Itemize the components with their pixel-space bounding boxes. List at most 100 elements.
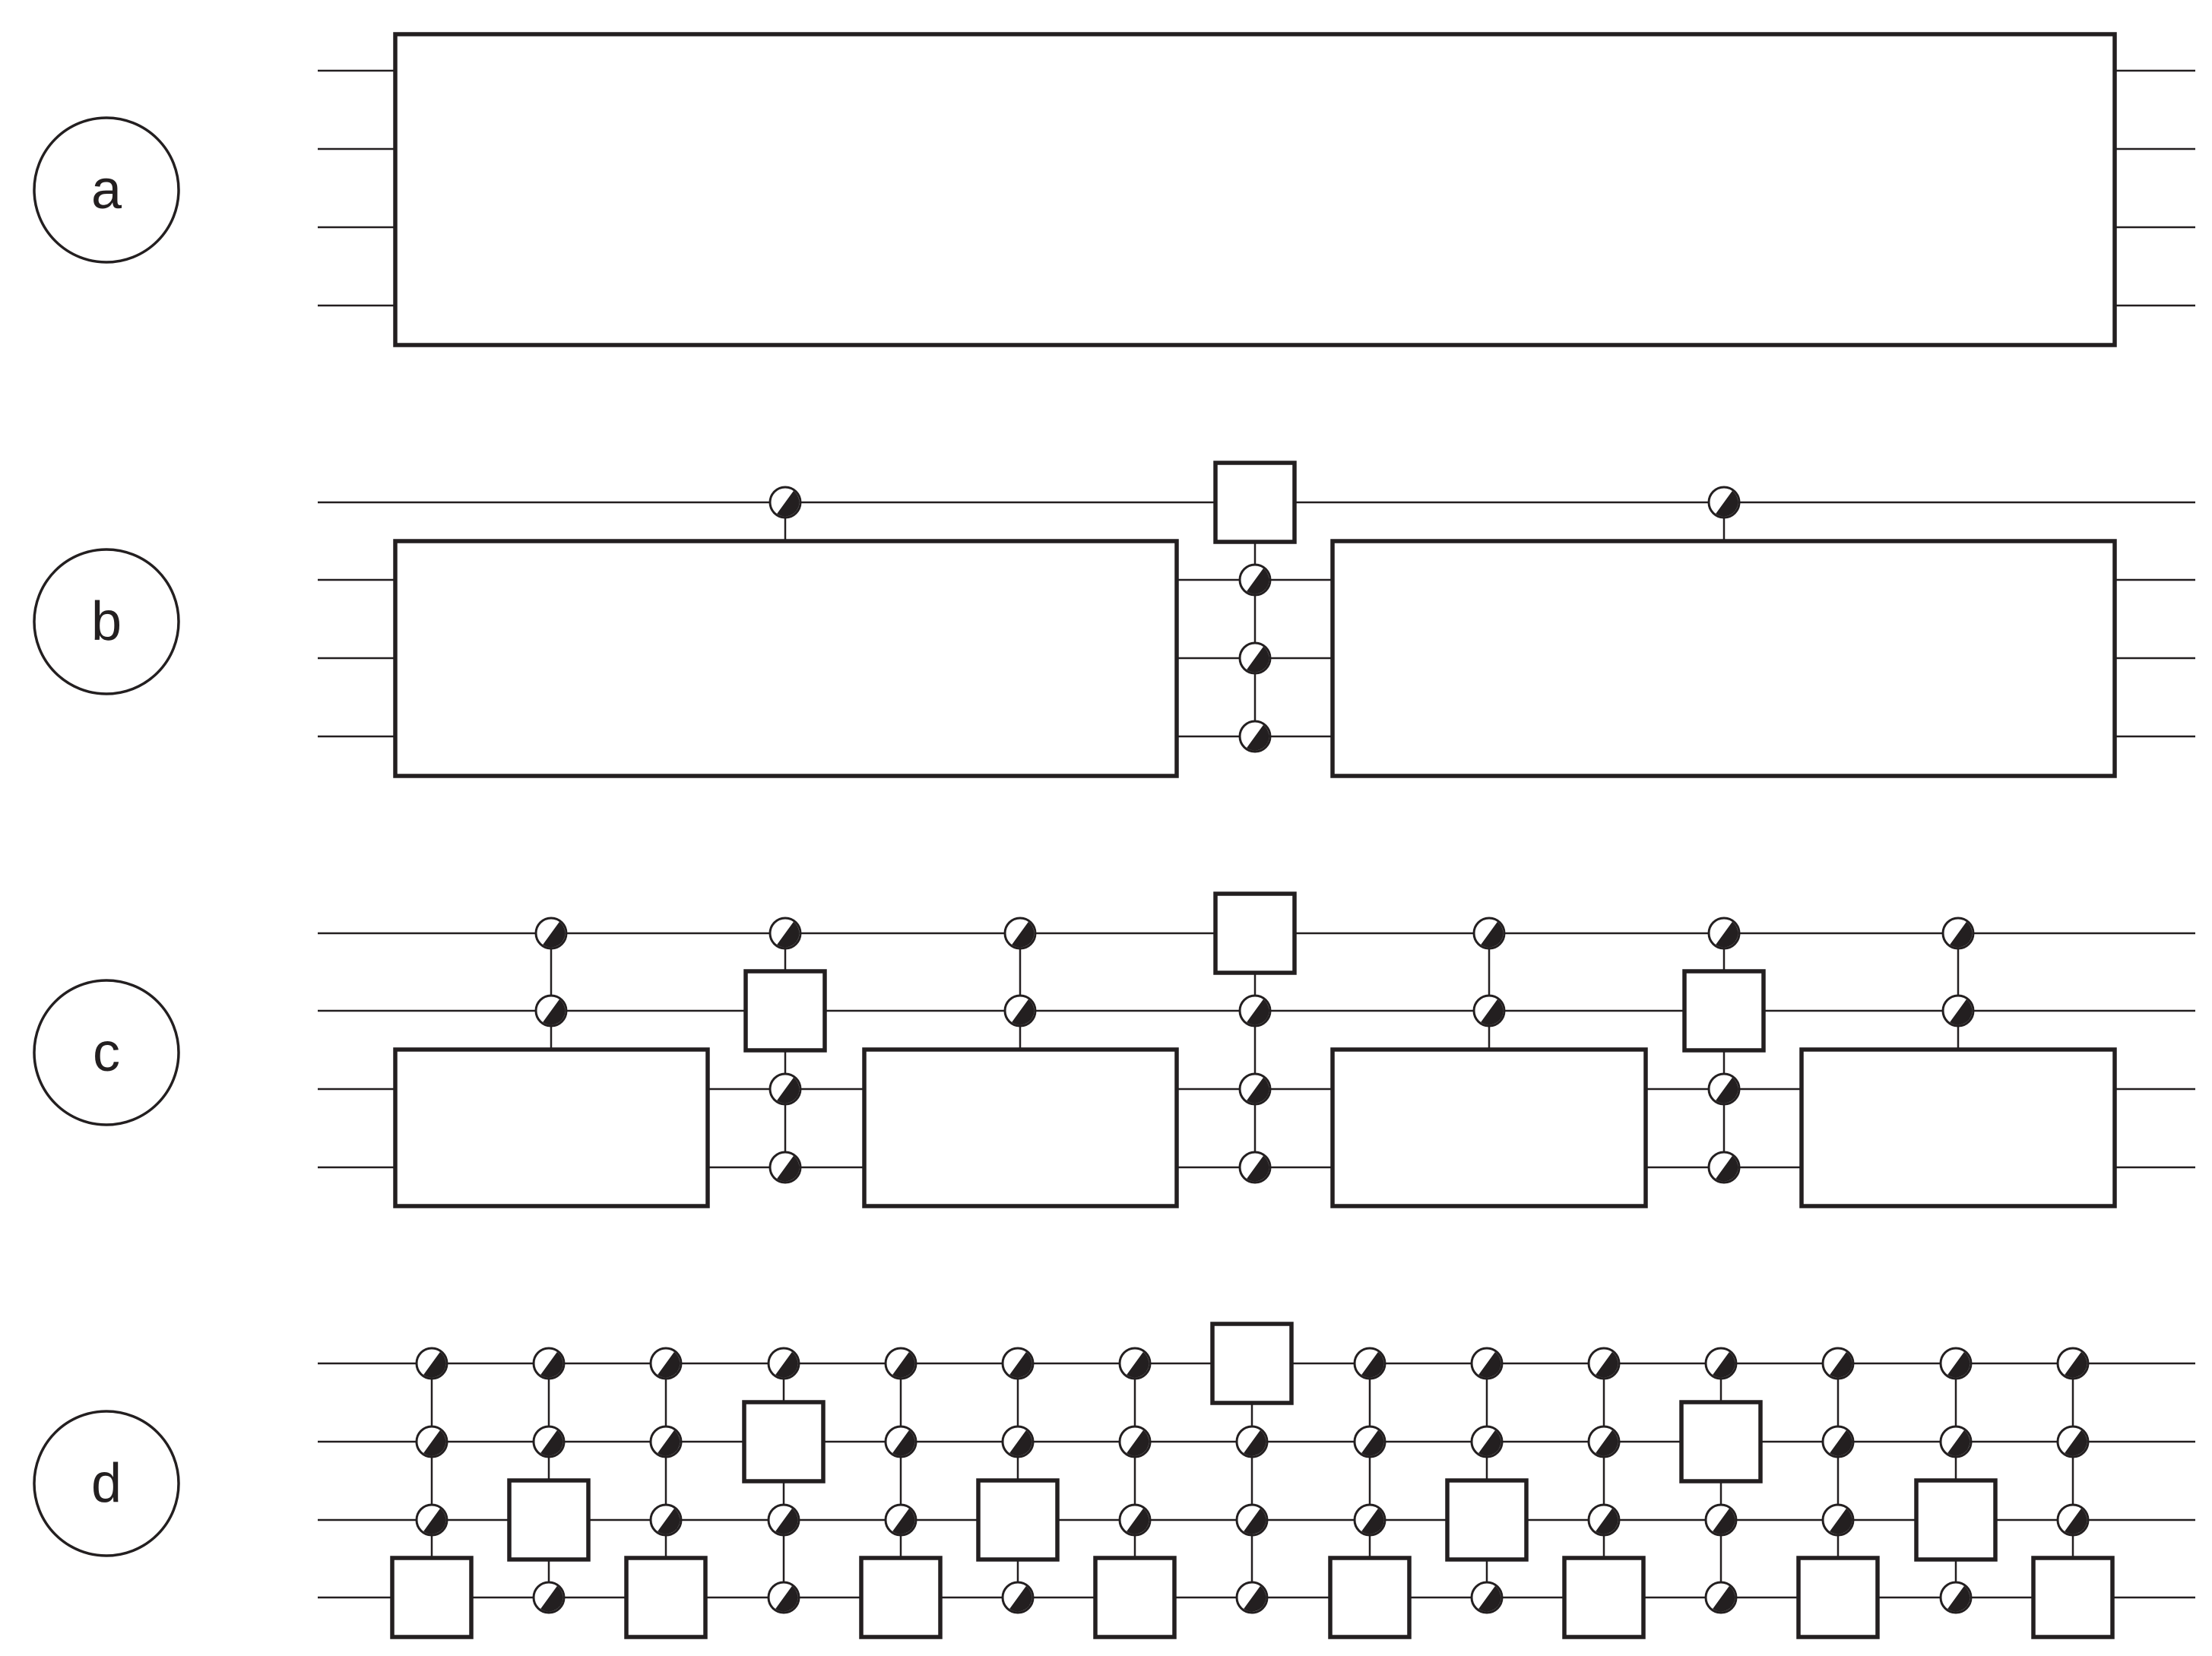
panel-c-control-dot-0-0 (534, 917, 568, 950)
panel-c-control-dot-3-1-fill (1247, 1078, 1269, 1103)
panel-b-gate-0 (1213, 461, 1297, 544)
panel-d-control-dot-2-2-fill (658, 1509, 680, 1534)
panel-b-control-dot-0-0 (768, 486, 802, 519)
panel-c-control-dot-0-1-fill (543, 999, 566, 1025)
panel-b-control-dot-1-0-fill (1247, 568, 1269, 594)
panel-d-control-dot-7-2 (1235, 1503, 1269, 1537)
panel-d-control-dot-7-2-fill (1244, 1509, 1266, 1534)
panel-d-gate-5 (976, 1478, 1060, 1562)
panel-d-control-dot-14-0-fill (2065, 1352, 2087, 1378)
panel-c-control-dot-3-1 (1238, 1072, 1272, 1106)
panel-b-control-dot-1-0 (1238, 563, 1272, 597)
panel-d-control-dot-0-0 (415, 1347, 448, 1380)
panel-d-control-dot-2-0-fill (658, 1352, 680, 1378)
panel-b-control-dot-2-0-fill (1716, 491, 1738, 517)
panel-d-control-dot-0-1-fill (423, 1430, 446, 1456)
panel-c-block-2 (1330, 1047, 1648, 1208)
panel-c: c (33, 891, 2195, 1208)
panel-d-control-dot-14-2-fill (2065, 1509, 2087, 1534)
panel-d-gate-1 (507, 1478, 591, 1562)
panel-b-control-dot-1-1-fill (1247, 647, 1269, 673)
panel-d-control-dot-10-2 (1587, 1503, 1621, 1537)
panel-c-control-dot-3-2-fill (1247, 1156, 1269, 1182)
panel-c-control-dot-6-1 (1941, 994, 1975, 1027)
panel-d-control-dot-0-2 (415, 1503, 448, 1537)
panel-a-label: a (91, 160, 122, 220)
panel-c-control-dot-5-1-fill (1716, 1078, 1738, 1103)
panel-d-control-dot-0-2-fill (423, 1509, 446, 1534)
panel-d-control-dot-2-0 (649, 1347, 683, 1380)
panel-d-control-dot-1-1 (532, 1425, 566, 1458)
panel-d-control-dot-5-3 (1001, 1581, 1035, 1614)
panel-d-gate-6 (1093, 1556, 1177, 1639)
panel-c-gate-0 (743, 969, 827, 1053)
panel-c-control-dot-3-0 (1238, 994, 1272, 1027)
panel-c-control-dot-5-1 (1707, 1072, 1741, 1106)
panel-d-control-dot-10-2-fill (1596, 1509, 1618, 1534)
panel-d-label-circle (33, 1410, 180, 1557)
panel-d-control-dot-14-1 (2056, 1425, 2090, 1458)
panel-a: a (33, 32, 2195, 347)
panel-c-control-dot-1-2 (768, 1151, 802, 1184)
panel-d-gate-9 (1445, 1478, 1529, 1562)
panel-c-control-dot-4-1-fill (1481, 999, 1504, 1025)
panel-c-label-circle (33, 979, 180, 1126)
panel-d-control-dot-2-1-fill (658, 1430, 680, 1456)
panel-c-control-dot-5-0-fill (1716, 922, 1738, 948)
panel-d-control-dot-1-0-fill (540, 1352, 563, 1378)
panel-d-control-dot-11-0 (1704, 1347, 1738, 1380)
panel-d-control-dot-6-1-fill (1127, 1430, 1149, 1456)
panel-c-control-dot-3-2 (1238, 1151, 1272, 1184)
panel-c-control-dot-2-0-fill (1012, 922, 1035, 948)
panel-d-control-dot-1-3 (532, 1581, 566, 1614)
panel-d-control-dot-12-1-fill (1830, 1430, 1852, 1456)
panel-c-control-dot-2-0 (1003, 917, 1037, 950)
panel-d-control-dot-10-1 (1587, 1425, 1621, 1458)
panel-d-gate-7 (1210, 1322, 1294, 1405)
panel-d-control-dot-5-0 (1001, 1347, 1035, 1380)
panel-c-control-dot-0-1 (534, 994, 568, 1027)
panel-d-control-dot-9-3-fill (1478, 1586, 1501, 1612)
panel-d-control-dot-3-3 (767, 1581, 800, 1614)
panel-b-control-dot-1-1 (1238, 641, 1272, 675)
panel-d-control-dot-3-2 (767, 1503, 800, 1537)
panel-d-control-dot-11-3-fill (1713, 1586, 1735, 1612)
panel-d-control-dot-10-0-fill (1596, 1352, 1618, 1378)
panel-d-control-dot-14-1-fill (2065, 1430, 2087, 1456)
panel-d-control-dot-2-2 (649, 1503, 683, 1537)
panel-d-control-dot-3-0 (767, 1347, 800, 1380)
panel-c-gate-2 (1682, 969, 1766, 1053)
panel-d-control-dot-10-1-fill (1596, 1430, 1618, 1456)
panel-d-gate-2 (624, 1556, 708, 1639)
panel-c-control-dot-5-2-fill (1716, 1156, 1738, 1182)
panel-d-control-dot-13-1-fill (1947, 1430, 1970, 1456)
panel-b-control-dot-0-0-fill (777, 491, 800, 517)
panel-c-control-dot-2-1-fill (1012, 999, 1035, 1025)
panel-d-control-dot-14-0 (2056, 1347, 2090, 1380)
panel-d-control-dot-7-3 (1235, 1581, 1269, 1614)
panel-d-control-dot-5-0-fill (1009, 1352, 1032, 1378)
panel-d-control-dot-7-3-fill (1244, 1586, 1266, 1612)
panel-d-control-dot-11-2-fill (1713, 1509, 1735, 1534)
panel-d-gate-13 (1914, 1478, 1998, 1562)
panel-a-block-0 (393, 32, 2117, 347)
panel-d-control-dot-6-2 (1118, 1503, 1152, 1537)
panel-d-control-dot-6-1 (1118, 1425, 1152, 1458)
panel-d-control-dot-9-0 (1470, 1347, 1504, 1380)
panel-d-gate-12 (1796, 1556, 1880, 1639)
panel-c-control-dot-1-0 (768, 917, 802, 950)
panel-c-control-dot-1-2-fill (777, 1156, 800, 1182)
panel-b-label: b (91, 591, 122, 652)
panel-d-control-dot-11-2 (1704, 1503, 1738, 1537)
panel-c-control-dot-6-0 (1941, 917, 1975, 950)
panel-c-block-0 (393, 1047, 710, 1208)
panel-d-control-dot-13-0-fill (1947, 1352, 1970, 1378)
panel-d-gate-0 (390, 1556, 474, 1639)
panel-d-control-dot-4-1-fill (892, 1430, 915, 1456)
panel-d-control-dot-1-0 (532, 1347, 566, 1380)
panel-c-control-dot-1-0-fill (777, 922, 800, 948)
panel-d-control-dot-12-2-fill (1830, 1509, 1852, 1534)
panel-d: d (33, 1322, 2195, 1639)
panel-c-control-dot-5-0 (1707, 917, 1741, 950)
